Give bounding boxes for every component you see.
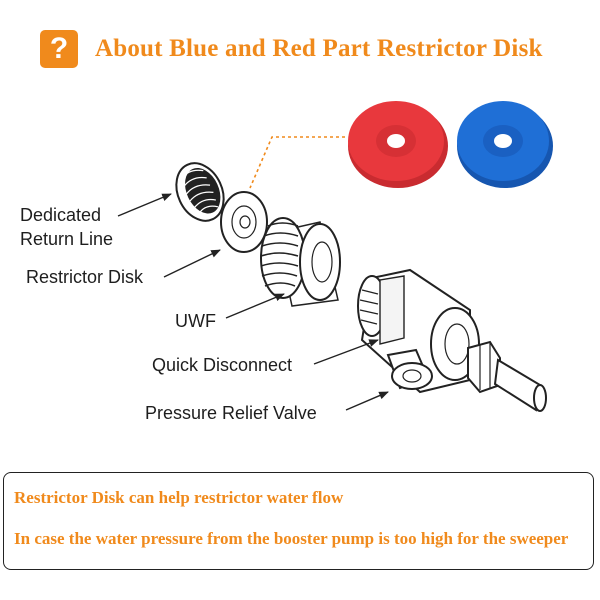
header: ? About Blue and Red Part Restrictor Dis… <box>40 28 543 70</box>
quick-disconnect-part <box>357 268 547 412</box>
red-restrictor-disk <box>348 101 448 188</box>
pressure-relief-valve-part <box>386 348 433 390</box>
label-uwf: UWF <box>175 311 216 331</box>
arrow-restrictor-disk <box>163 249 221 278</box>
restrictor-disk-part <box>220 191 268 253</box>
question-mark-icon: ? <box>40 30 78 68</box>
disk-leader-line <box>249 136 345 189</box>
blue-restrictor-disk <box>457 101 553 188</box>
uwf-part <box>260 217 341 307</box>
label-quick-disconnect: Quick Disconnect <box>152 355 293 375</box>
info-line-2: In case the water pressure from the boos… <box>14 529 569 548</box>
info-line-1: Restrictor Disk can help restrictor wate… <box>14 488 344 507</box>
page-title: About Blue and Red Part Restrictor Disk <box>95 35 543 62</box>
label-dedicated-return-line: Dedicated Return Line <box>20 203 113 251</box>
arrow-uwf <box>225 293 285 319</box>
label-restrictor-disk: Restrictor Disk <box>26 267 144 287</box>
label-dedicated-return-line-l2: Return Line <box>20 229 114 249</box>
arrow-dedicated-return-line <box>117 193 172 217</box>
arrow-quick-disconnect <box>313 339 379 365</box>
label-dedicated-return-line-l1: Dedicated <box>20 205 102 225</box>
exploded-diagram <box>117 101 553 412</box>
return-line-fitting <box>175 162 225 222</box>
arrow-pressure-relief-valve <box>345 391 389 411</box>
info-box: Restrictor Disk can help restrictor wate… <box>3 472 594 570</box>
label-pressure-relief-valve: Pressure Relief Valve <box>145 403 317 423</box>
